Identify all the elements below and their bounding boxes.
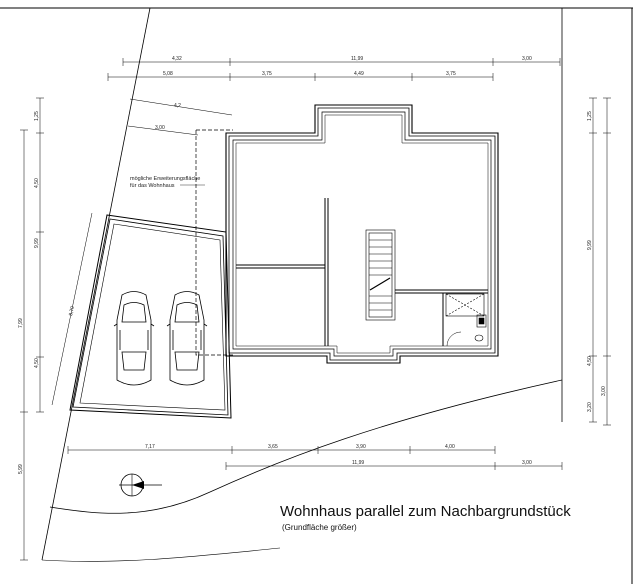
plan-subtitle: (Grundfläche größer) [282,523,357,532]
dim-right-outer-c: 4,50 [587,356,593,366]
car-right [166,291,208,386]
dim-top2-c: 4,49 [354,71,364,77]
dim-bottom1-c: 3,90 [356,444,366,450]
dim-left-outer-b: 5,99 [18,464,24,474]
dim-top2-a: 5,08 [163,71,173,77]
car-left [113,291,155,386]
dim-diag-long: 8,70 [68,305,76,316]
dim-diag-mid: 3,00 [155,125,165,131]
dim-bottom2-b: 3,00 [522,460,532,466]
dim-left-inner-a: 1,25 [34,111,40,121]
dim-bottom1-b: 3,65 [268,444,278,450]
dim-top2-d: 3,75 [446,71,456,77]
extension-area-outline [195,129,233,356]
property-boundary-bottom [41,547,281,562]
dimension-bottom [67,446,563,470]
dim-top1-b: 11,99 [351,56,363,62]
dim-diag-top: 4,2 [174,103,181,109]
dim-left-inner-c: 9,99 [34,238,40,248]
dim-right-outer-a: 1,25 [587,111,593,121]
dim-bottom2-a: 11,99 [352,460,364,466]
house-interior-walls [236,198,488,346]
dim-left-inner-b: 4,50 [34,178,40,188]
dimension-right [589,97,611,426]
dim-top2-b: 3,75 [262,71,272,77]
dim-left-outer-a: 7,99 [18,318,24,328]
staircase [365,229,396,321]
dim-left-inner-d: 4,50 [34,358,40,368]
dim-bottom1-a: 7,17 [145,444,155,450]
dimension-top-row1 [122,58,561,66]
dim-bottom1-d: 4,00 [445,444,455,450]
carport-walls [69,214,232,419]
dimension-diagonals [51,98,233,406]
dimension-left [20,97,44,561]
dim-right-inner-a: 3,00 [601,386,607,396]
dim-top1-a: 4,32 [172,56,182,62]
property-boundary-curve [49,379,563,514]
extension-note-line1: mögliche Erweiterungsfläche [130,176,200,182]
property-boundary-left [41,7,151,561]
plan-title: Wohnhaus parallel zum Nachbargrundstück [280,503,571,520]
dimension-top-row2 [107,73,494,81]
north-arrow-icon [119,473,162,497]
house-outer-walls [225,104,499,364]
dim-top1-c: 3,00 [522,56,532,62]
dim-right-outer-b: 9,99 [587,240,593,250]
dim-right-outer-d: 3,20 [587,402,593,412]
extension-note-line2: für das Wohnhaus [130,183,175,189]
bathroom-fixtures [445,293,487,347]
